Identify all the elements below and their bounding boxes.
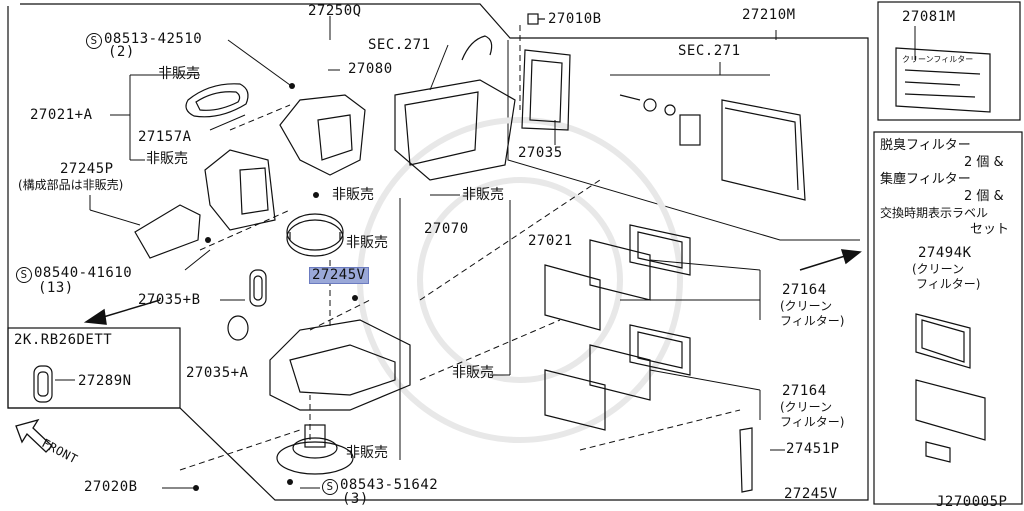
label-27021a: 27021+A [30, 107, 93, 123]
label-27494k-note1: (クリーン [912, 262, 965, 276]
s-circle-icon: S [16, 267, 32, 283]
label-27157a: 27157A [138, 129, 192, 145]
label-27245p-note: (構成部品は非販売) [18, 178, 124, 192]
label-hihanbai-6: 非販売 [452, 365, 494, 381]
label-27164-b-note1: (クリーン [780, 400, 833, 414]
label-27164-a: 27164 [782, 282, 827, 298]
label-27035a: 27035+A [186, 365, 249, 381]
label-27494k: 27494K [918, 245, 972, 261]
label-27020b: 27020B [84, 479, 138, 495]
label-sec271-b: SEC.271 [678, 43, 741, 59]
panel-line2: 2 個 & [964, 155, 1004, 170]
label-27010b: 27010B [548, 11, 602, 27]
label-hihanbai-5: 非販売 [346, 235, 388, 251]
panel-line5: 交換時期表示ラベル [880, 206, 989, 220]
label-08543-text: 08543-51642 [340, 477, 439, 493]
panel-line4: 2 個 & [964, 189, 1004, 204]
label-27210m: 27210M [742, 7, 796, 23]
label-27164-b: 27164 [782, 383, 827, 399]
s-circle-icon: S [322, 479, 338, 495]
label-08540-text: 08540-41610 [34, 265, 133, 281]
label-hihanbai-3: 非販売 [462, 187, 504, 203]
s-circle-icon: S [86, 33, 102, 49]
label-27081m: 27081M [902, 9, 956, 25]
panel-line3: 集塵フィルター [880, 172, 971, 187]
label-08513-text: 08513-42510 [104, 31, 203, 47]
engine-box-title: 2K.RB26DETT [14, 332, 113, 348]
label-27164-a-note2: フィルター) [780, 314, 845, 328]
label-27245p: 27245P [60, 161, 114, 177]
label-27245v-highlight[interactable]: 27245V [309, 267, 369, 284]
label-hihanbai-4: 非販売 [332, 187, 374, 203]
panel-line6: セット [970, 222, 1010, 237]
label-27021: 27021 [528, 233, 573, 249]
label-27250q: 27250Q [308, 3, 362, 19]
label-08543-qty: (3) [342, 491, 369, 507]
label-sec271-a: SEC.271 [368, 37, 431, 53]
diagram-code: J270005P [936, 494, 1008, 510]
label-27451p: 27451P [786, 441, 840, 457]
label-08513-qty: (2) [108, 44, 135, 60]
sticker-text: クリーンフィルター [902, 55, 974, 64]
label-27035: 27035 [518, 145, 563, 161]
label-hihanbai-2: 非販売 [146, 151, 188, 167]
label-27070: 27070 [424, 221, 469, 237]
label-hihanbai-1: 非販売 [158, 66, 200, 82]
label-27164-a-note1: (クリーン [780, 299, 833, 313]
label-27289n: 27289N [78, 373, 132, 389]
label-27245v: 27245V [784, 486, 838, 502]
label-27164-b-note2: フィルター) [780, 415, 845, 429]
label-27494k-note2: フィルター) [916, 277, 981, 291]
panel-line1: 脱臭フィルター [880, 138, 971, 153]
label-27080: 27080 [348, 61, 393, 77]
label-08540-qty: (13) [38, 280, 74, 296]
label-hihanbai-7: 非販売 [346, 445, 388, 461]
label-27035b: 27035+B [138, 292, 201, 308]
